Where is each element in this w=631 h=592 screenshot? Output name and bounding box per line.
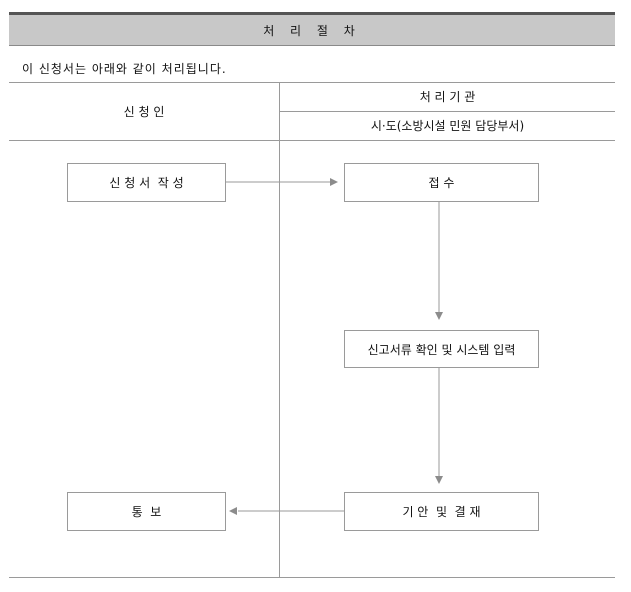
header-bottom-border: [9, 140, 615, 141]
arrowhead-down-1: [435, 312, 443, 320]
header-sub-divider: [280, 111, 615, 112]
column-header-processor: 처 리 기 관: [419, 90, 476, 104]
step-write-label: 신 청 서 작 성: [109, 176, 184, 190]
column-header-applicant: 신 청 인: [123, 104, 165, 119]
page-title: 처 리 절 차: [9, 12, 615, 46]
arrowhead-left: [229, 507, 237, 515]
table-bottom-border: [9, 577, 615, 578]
arrowhead-down-2: [435, 476, 443, 484]
step-notify-label: 통 보: [131, 505, 162, 519]
column-header-processor-sub: 시·도(소방시설 민원 담당부서): [370, 119, 525, 133]
step-write-application: 신 청 서 작 성: [67, 163, 226, 202]
table-top-border: [9, 82, 615, 83]
column-divider: [279, 82, 280, 578]
step-approve: 기 안 및 결 재: [344, 492, 539, 531]
step-approve-label: 기 안 및 결 재: [402, 505, 481, 519]
arrowhead-right: [330, 178, 338, 186]
intro-text: 이 신청서는 아래와 같이 처리됩니다.: [22, 62, 227, 76]
step-receive-label: 접 수: [428, 176, 455, 190]
step-notify: 통 보: [67, 492, 226, 531]
step-receive: 접 수: [344, 163, 539, 202]
step-review-input: 신고서류 확인 및 시스템 입력: [344, 330, 539, 368]
step-review-label: 신고서류 확인 및 시스템 입력: [367, 342, 516, 357]
